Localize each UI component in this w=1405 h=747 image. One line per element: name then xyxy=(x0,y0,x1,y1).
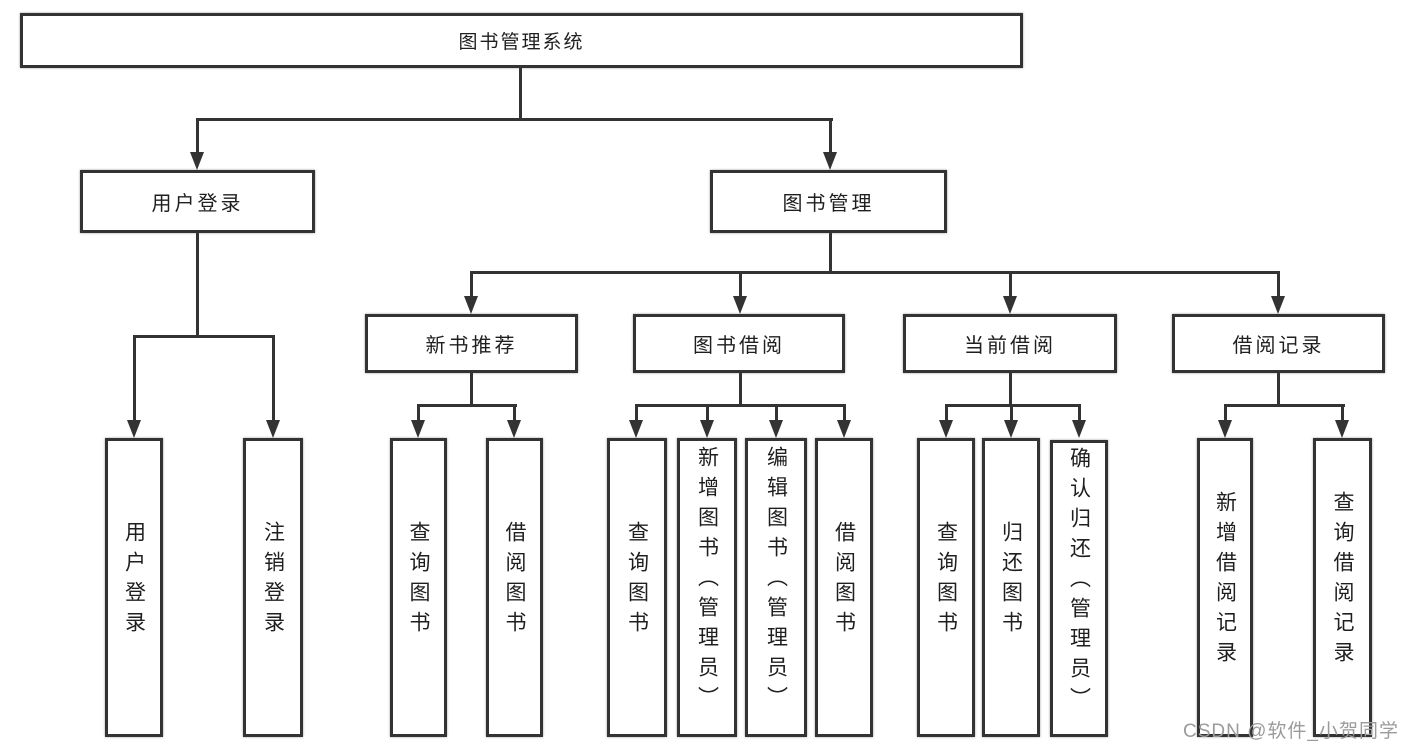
node-root-system: 图书管理系统 xyxy=(20,13,1023,68)
arrow-down-icon xyxy=(127,420,141,438)
arrow-down-icon xyxy=(837,420,851,438)
arrow-down-icon xyxy=(507,420,521,438)
line xyxy=(519,66,522,120)
line xyxy=(945,404,1081,407)
leaf-query-books-borrow: 查询图书 xyxy=(607,438,667,737)
node-user-login-branch: 用户登录 xyxy=(80,170,315,233)
line xyxy=(1224,404,1227,422)
arrow-down-icon xyxy=(700,420,714,438)
line xyxy=(196,118,199,154)
line xyxy=(739,371,742,406)
line xyxy=(470,271,473,298)
arrow-down-icon xyxy=(769,420,783,438)
line xyxy=(1009,271,1012,298)
line xyxy=(706,404,709,422)
node-book-management: 图书管理 xyxy=(710,170,947,233)
arrow-down-icon xyxy=(1335,420,1349,438)
leaf-logout-login: 注销登录 xyxy=(243,438,303,737)
line xyxy=(196,231,199,337)
arrow-down-icon xyxy=(1004,420,1018,438)
node-new-book-recommend: 新书推荐 xyxy=(365,314,578,373)
line xyxy=(196,118,833,121)
arrow-down-icon xyxy=(266,420,280,438)
leaf-query-books-recommend: 查询图书 xyxy=(390,438,447,737)
leaf-confirm-return-admin: 确认归还（管理员） xyxy=(1050,440,1108,737)
line xyxy=(1009,371,1012,406)
leaf-query-borrow-record: 查询借阅记录 xyxy=(1313,438,1372,737)
line xyxy=(1224,404,1345,407)
leaf-add-borrow-record: 新增借阅记录 xyxy=(1197,438,1253,737)
line xyxy=(470,271,1280,274)
line xyxy=(635,404,638,422)
arrow-down-icon xyxy=(464,296,478,314)
node-borrow-records: 借阅记录 xyxy=(1172,314,1385,373)
csdn-watermark: CSDN @软件_小贺同学 xyxy=(1183,721,1399,742)
line xyxy=(1078,404,1081,422)
line xyxy=(775,404,778,422)
node-current-borrow: 当前借阅 xyxy=(903,314,1117,373)
leaf-edit-books-admin: 编辑图书（管理员） xyxy=(745,438,807,737)
line xyxy=(1277,271,1280,298)
leaf-query-books-current: 查询图书 xyxy=(917,438,975,737)
arrow-down-icon xyxy=(823,152,837,170)
leaf-borrow-books: 借阅图书 xyxy=(815,438,873,737)
line xyxy=(272,335,275,422)
arrow-down-icon xyxy=(1271,296,1285,314)
line xyxy=(843,404,846,422)
line xyxy=(417,404,420,422)
arrow-down-icon xyxy=(190,152,204,170)
arrow-down-icon xyxy=(1218,420,1232,438)
node-book-borrow: 图书借阅 xyxy=(633,314,845,373)
leaf-borrow-books-recommend: 借阅图书 xyxy=(486,438,543,737)
line xyxy=(513,404,516,422)
arrow-down-icon xyxy=(1072,420,1086,438)
line xyxy=(1010,404,1013,422)
arrow-down-icon xyxy=(733,296,747,314)
line xyxy=(1277,371,1280,406)
leaf-user-login: 用户登录 xyxy=(105,438,163,737)
arrow-down-icon xyxy=(939,420,953,438)
line xyxy=(829,118,832,154)
line xyxy=(133,335,136,422)
leaf-add-books-admin: 新增图书（管理员） xyxy=(677,438,737,737)
line xyxy=(945,404,948,422)
line xyxy=(739,271,742,298)
line xyxy=(133,335,275,338)
arrow-down-icon xyxy=(1003,296,1017,314)
line xyxy=(635,404,846,407)
line xyxy=(1341,404,1344,422)
arrow-down-icon xyxy=(629,420,643,438)
leaf-return-books: 归还图书 xyxy=(982,438,1040,737)
line xyxy=(470,371,473,406)
arrow-down-icon xyxy=(411,420,425,438)
line xyxy=(417,404,517,407)
line xyxy=(829,231,832,274)
